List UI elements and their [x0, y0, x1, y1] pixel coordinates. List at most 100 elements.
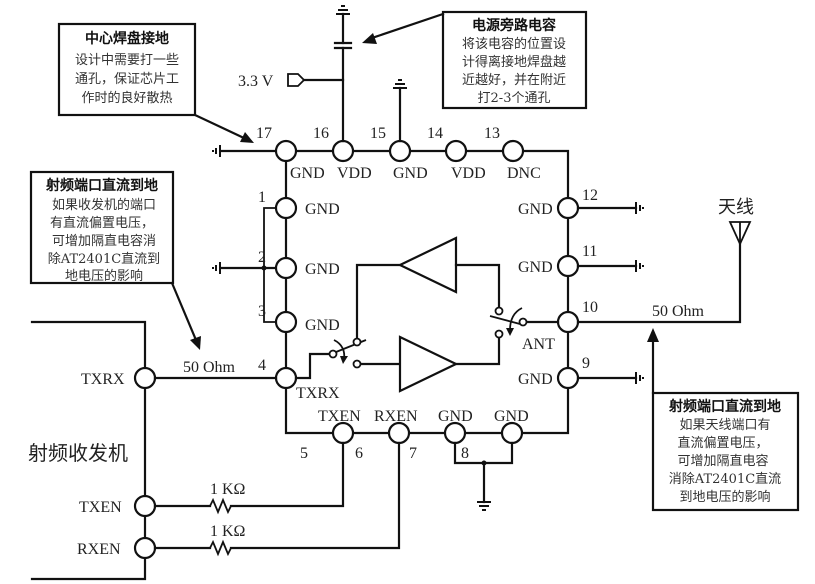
pin-13 — [501, 139, 525, 163]
pin-9 — [556, 366, 580, 390]
pin-number: 11 — [582, 243, 597, 260]
svg-text:地电压的影响: 地电压的影响 — [65, 268, 143, 284]
pin-name: GND — [518, 371, 553, 388]
ground-pin7-8-icon — [477, 501, 491, 511]
pin-name: ANT — [522, 336, 555, 353]
pin-name: GND — [305, 317, 340, 334]
pin-number: 5 — [300, 445, 308, 462]
svg-text:到地电压的影响: 到地电压的影响 — [679, 489, 770, 505]
antenna-network: 天线 50 Ohm — [576, 197, 754, 324]
pin-name: VDD — [337, 165, 372, 182]
pin-number: 17 — [256, 125, 272, 142]
pin-number: 8 — [461, 445, 469, 462]
pin-name: TXRX — [296, 385, 340, 402]
svg-text:打2-3个通孔: 打2-3个通孔 — [478, 91, 551, 106]
note-arrow — [170, 281, 198, 342]
note-bypass-cap: 电源旁路电容 将该电容的位置设 计得离接地焊盘越 近越好，并在附近 打2-3个通… — [362, 10, 588, 110]
top-rail — [284, 149, 570, 208]
chip-outline — [220, 149, 570, 435]
svg-text:有直流偏置电压，: 有直流偏置电压， — [50, 216, 154, 231]
transceiver: TXRX TXEN RXEN 射频收发机 50 Ohm 1 KΩ 1 KΩ — [28, 320, 401, 581]
pin-number: 6 — [355, 445, 363, 462]
svg-text:可增加隔直电容: 可增加隔直电容 — [677, 453, 768, 469]
note-arrow — [193, 113, 246, 140]
ground-pin9-icon — [635, 372, 644, 384]
pin-1 — [274, 196, 298, 220]
pin-16 — [331, 139, 355, 163]
ground-cap-icon — [336, 5, 350, 15]
pin-name: TXEN — [318, 408, 361, 425]
pin-name: GND — [518, 201, 553, 218]
ant-trace — [576, 242, 742, 324]
pin-name: RXEN — [374, 408, 418, 425]
transceiver-pin-txen — [133, 494, 157, 518]
pin-name: GND — [518, 259, 553, 276]
ground-pin11-icon — [635, 260, 644, 272]
transceiver-pin-label: RXEN — [77, 541, 121, 558]
svg-text:将该电容的位置设: 将该电容的位置设 — [462, 36, 566, 52]
pin-6 — [387, 421, 411, 445]
ant-switch-arm — [489, 315, 521, 325]
pin-name: GND — [494, 408, 529, 425]
power-port-icon — [287, 73, 306, 87]
supply-label: 3.3 V — [238, 73, 274, 90]
svg-text:可增加隔直电容消: 可增加隔直电容消 — [52, 233, 156, 249]
svg-text:如果收发机的端口: 如果收发机的端口 — [52, 197, 156, 213]
rx-amplifier-icon — [397, 236, 458, 294]
transceiver-label: 射频收发机 — [28, 441, 128, 465]
pin-name: DNC — [507, 165, 541, 182]
pin-number: 16 — [313, 125, 329, 142]
resistor-value: 1 KΩ — [210, 481, 246, 498]
pin-17 — [274, 139, 298, 163]
note-title: 电源旁路电容 — [472, 17, 556, 34]
pin-name: GND — [305, 261, 340, 278]
svg-text:除AT2401C直流到: 除AT2401C直流到 — [48, 252, 160, 267]
pin-number: 12 — [582, 187, 598, 204]
pin-number: 3 — [258, 303, 266, 320]
arrow-icon — [647, 328, 659, 342]
arrow-icon — [240, 132, 254, 143]
pin-number: 14 — [427, 125, 443, 142]
pin-7 — [443, 421, 467, 445]
txrx-impedance-label: 50 Ohm — [183, 359, 236, 376]
transceiver-pin-rxen — [133, 536, 157, 560]
note-rf-port-right: 射频端口直流到地 如果天线端口有 直流偏置电压， 可增加隔直电容 消除AT240… — [647, 328, 800, 512]
pin-14 — [444, 139, 468, 163]
pin-number: 10 — [582, 299, 598, 316]
pin-15 — [388, 139, 412, 163]
pin-name: GND — [290, 165, 325, 182]
tx-amplifier-icon — [398, 335, 459, 393]
transceiver-outline — [30, 320, 147, 581]
resistor-value: 1 KΩ — [210, 523, 246, 540]
pin-2 — [274, 256, 298, 280]
resistor-txen-icon — [209, 497, 232, 515]
pin-name: VDD — [451, 165, 486, 182]
antenna-label: 天线 — [718, 197, 754, 218]
switch-contact — [328, 349, 338, 359]
bottom-pins: 5 6 7 8 TXEN RXEN GND GND — [300, 408, 529, 511]
note-title: 射频端口直流到地 — [45, 177, 158, 194]
note-title: 中心焊盘接地 — [85, 30, 169, 47]
arrow-icon — [362, 33, 377, 44]
pin-number: 1 — [258, 189, 266, 206]
note-center-pad: 中心焊盘接地 设计中需要打一些 通孔，保证芯片工 作时的良好散热 — [57, 22, 254, 143]
svg-text:近越好，并在附近: 近越好，并在附近 — [462, 73, 566, 88]
ground-pin2-icon — [212, 262, 221, 274]
note-title: 射频端口直流到地 — [668, 398, 781, 415]
pin-number: 7 — [409, 445, 417, 462]
pin-number: 15 — [370, 125, 386, 142]
svg-text:如果天线端口有: 如果天线端口有 — [679, 417, 770, 433]
pin-5 — [331, 421, 355, 445]
pin-10 — [556, 310, 580, 334]
note-rf-port-left: 射频端口直流到地 如果收发机的端口 有直流偏置电压， 可增加隔直电容消 除AT2… — [29, 170, 201, 350]
arrow-icon — [190, 336, 201, 350]
top-pins: 17 16 15 14 13 GND VDD GND VDD DNC — [256, 125, 541, 182]
left-pins: 1 2 3 4 GND GND GND TXRX — [258, 189, 340, 402]
svg-text:计得离接地焊盘越: 计得离接地焊盘越 — [462, 54, 566, 70]
pin-8 — [500, 421, 524, 445]
svg-text:作时的良好散热: 作时的良好散热 — [81, 90, 172, 106]
internal-rf-path — [294, 236, 560, 393]
transceiver-pin-label: TXEN — [79, 499, 122, 516]
pin-name: GND — [438, 408, 473, 425]
